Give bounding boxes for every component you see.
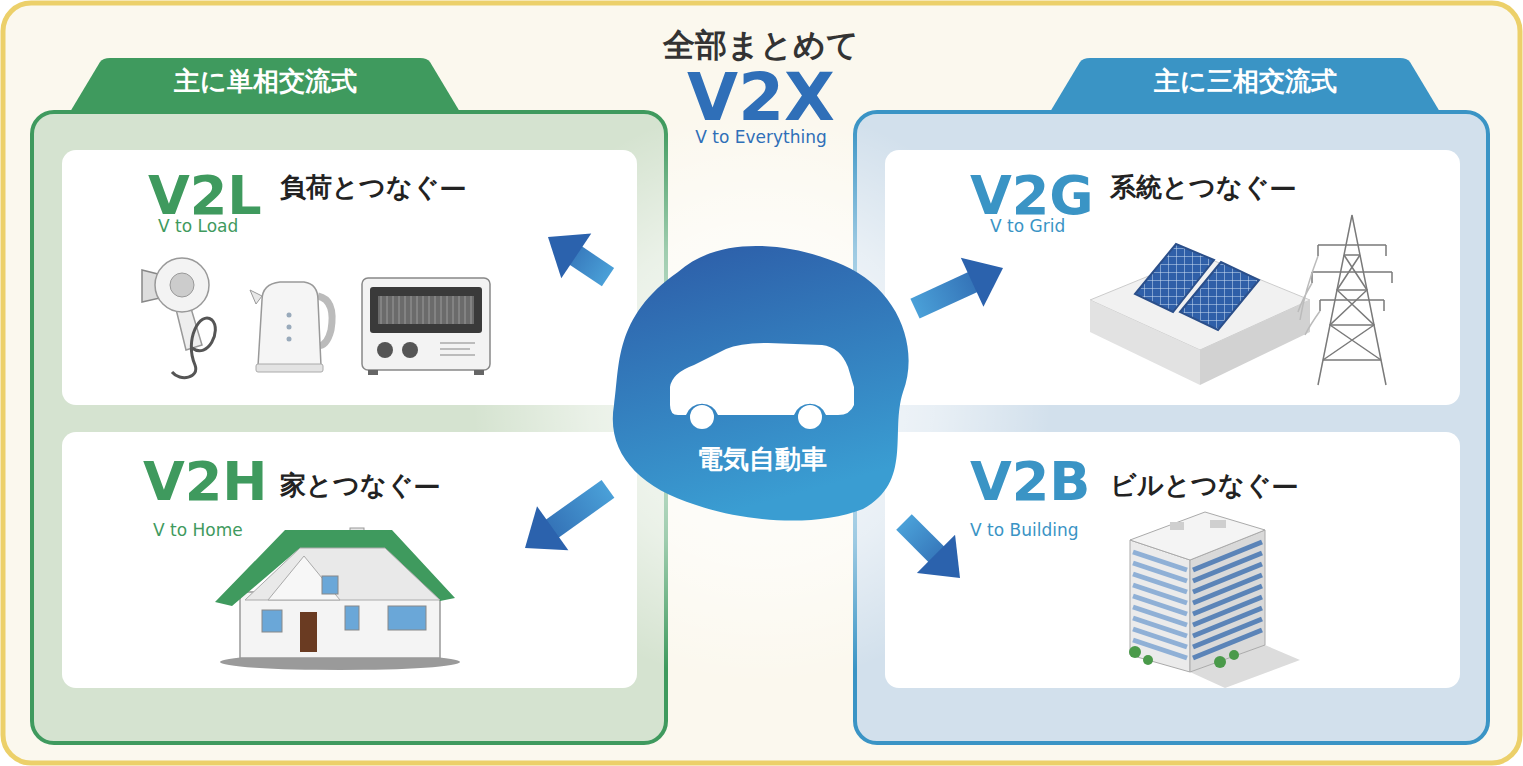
- window-band: [1133, 640, 1187, 658]
- group-panel: 主に単相交流式V2LV to Load負荷とつなぐ—V2HV to Home家と…: [30, 58, 668, 745]
- solar-roof-icon: [1090, 244, 1310, 385]
- office-building-icon: [1129, 512, 1300, 688]
- text-placement: 家とつなぐ—: [280, 470, 440, 501]
- text-placement: V2B: [970, 450, 1091, 515]
- toaster-oven-icon: [362, 278, 490, 375]
- label-placement: V to Everything: [561, 127, 961, 147]
- group-panel: 主に三相交流式V2GV to Grid系統とつなぐ—V2BV to Buildi…: [853, 58, 1490, 745]
- category-code: V2H: [143, 450, 268, 515]
- category-description: 負荷とつなぐ—: [280, 172, 466, 203]
- text-placement: 系統とつなぐ—: [1110, 172, 1296, 203]
- outer-frame: [3, 3, 1520, 763]
- blue-panel: [855, 58, 1488, 743]
- window-band: [1193, 630, 1262, 658]
- category-description: 系統とつなぐ—: [1110, 172, 1296, 203]
- title-placement: 全部まとめて: [561, 26, 961, 64]
- arrow-head: [961, 258, 1003, 307]
- category-description: 家とつなぐ—: [280, 470, 440, 501]
- text-placement: V to Building: [970, 520, 1078, 540]
- text-placement: V to Load: [158, 216, 238, 236]
- category-card: V2LV to Load負荷とつなぐ—: [62, 150, 637, 405]
- label-placement: V2X: [561, 58, 961, 137]
- arrow-shaft: [904, 522, 937, 555]
- transmission-tower-icon: [1298, 215, 1392, 385]
- category-card: V2GV to Grid系統とつなぐ—: [885, 150, 1460, 405]
- hair-dryer-icon: [142, 258, 215, 378]
- flow-arrow: [915, 258, 1003, 309]
- diagram-subtitle: V to Everything: [695, 127, 827, 147]
- blob-outline: [608, 237, 915, 522]
- text-placement: 負荷とつなぐ—: [280, 172, 466, 203]
- text-placement: ビルとつなぐ—: [1110, 470, 1298, 501]
- arrow-head: [917, 535, 960, 578]
- category-subtitle: V to Load: [158, 216, 238, 236]
- car-silhouette: [670, 343, 854, 429]
- card-grounds: [62, 150, 1460, 688]
- text-placement: V2H: [143, 450, 268, 515]
- category-code: V2B: [970, 450, 1091, 515]
- category-card: V2B V to Building ビルとつなぐ—: [885, 432, 1460, 688]
- text-placement: 主に三相交流式: [1050, 66, 1440, 97]
- text-placement: V to Grid: [990, 216, 1065, 236]
- category-description: ビルとつなぐ—: [1110, 470, 1298, 501]
- flow-arrow: [525, 489, 608, 550]
- category-card: V2H V to Home 家とつなぐ—: [62, 432, 637, 688]
- arrow-shaft: [575, 255, 608, 277]
- house-icon: [215, 528, 460, 670]
- flow-arrow: [904, 522, 960, 578]
- vehicle-label: 電気自動車: [697, 444, 827, 475]
- category-subtitle: V to Grid: [990, 216, 1065, 236]
- arrow-head: [525, 506, 568, 550]
- kettle-icon: [250, 282, 332, 372]
- category-subtitle: V to Home: [153, 520, 243, 540]
- arrow-shaft: [551, 489, 608, 530]
- vehicle-blob: 電気自動車: [608, 237, 915, 522]
- blob-shape: [613, 246, 909, 521]
- green-panel: [32, 58, 666, 743]
- text-placement: 主に単相交流式: [70, 66, 460, 97]
- diagram-title: 全部まとめて: [663, 26, 859, 64]
- text-placement: V to Home: [153, 520, 243, 540]
- diagram-code: V2X: [687, 58, 835, 137]
- panel-tab-heading: 主に単相交流式: [174, 66, 357, 97]
- arrow-shaft: [915, 281, 974, 308]
- text-placement: 電気自動車: [608, 444, 915, 475]
- arrow-head: [548, 233, 591, 278]
- category-subtitle: V to Building: [970, 520, 1078, 540]
- flow-arrow: [548, 233, 608, 278]
- panel-tab-heading: 主に三相交流式: [1154, 66, 1337, 97]
